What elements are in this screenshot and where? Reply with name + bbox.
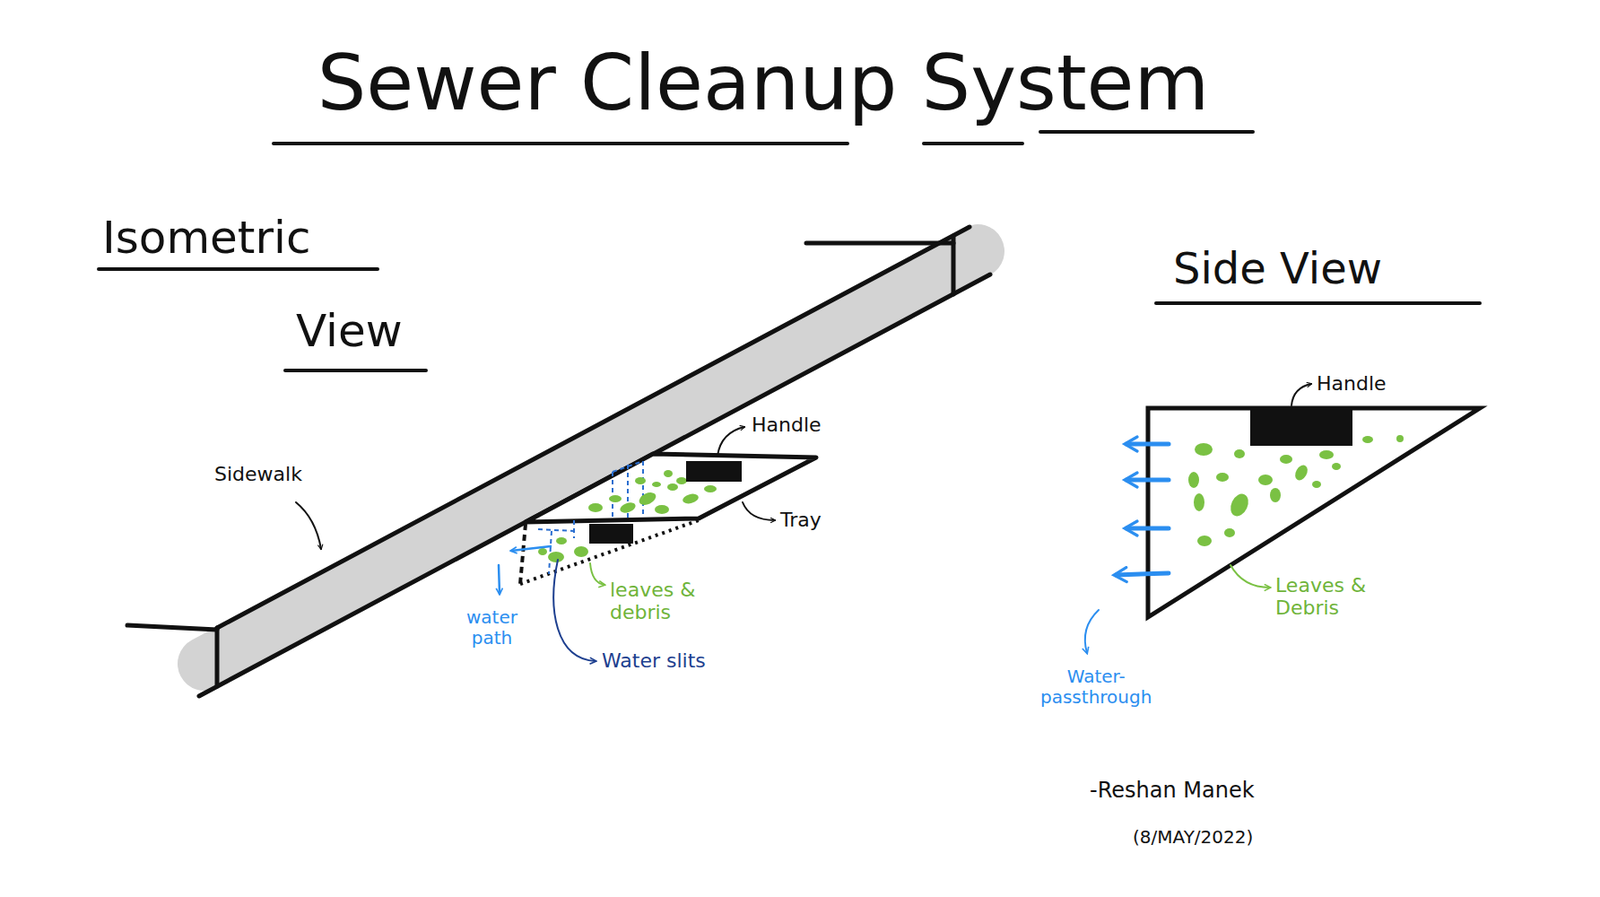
leader-line bbox=[295, 502, 322, 549]
debris-blobs bbox=[634, 477, 646, 485]
sidewalk-band bbox=[204, 251, 978, 664]
leader-line bbox=[553, 559, 596, 661]
water-slits bbox=[538, 460, 644, 574]
slits-label: Water slits bbox=[601, 649, 706, 672]
tray-isometric bbox=[525, 453, 817, 522]
water-path-arrow bbox=[498, 565, 500, 594]
part-label: Tray bbox=[780, 508, 822, 531]
debris-blobs bbox=[588, 503, 603, 513]
debris-blobs bbox=[618, 500, 637, 515]
heading-underline bbox=[273, 141, 848, 146]
leader-line bbox=[1230, 565, 1270, 588]
sidewalk-band bbox=[127, 226, 991, 696]
view-heading: Isometric bbox=[102, 212, 311, 265]
leader-line bbox=[590, 563, 605, 585]
sidewalk-band bbox=[199, 274, 991, 696]
debris-blobs bbox=[704, 485, 717, 493]
leader-line bbox=[295, 426, 775, 661]
debris-blobs bbox=[538, 547, 548, 556]
water-slits bbox=[642, 460, 644, 517]
sidewalk-band bbox=[215, 627, 220, 687]
tray-isometric bbox=[686, 460, 742, 482]
water-flow-arrow bbox=[1115, 443, 1169, 575]
debris-blobs bbox=[556, 537, 567, 545]
heading-underline bbox=[285, 368, 427, 373]
debris-blobs bbox=[1224, 528, 1235, 538]
water-slits bbox=[612, 460, 644, 472]
debris-blobs bbox=[663, 469, 673, 478]
debris-blobs bbox=[1269, 487, 1281, 503]
tray-side-view bbox=[1250, 408, 1353, 446]
debris-blobs bbox=[573, 546, 589, 557]
view-heading: View bbox=[295, 305, 403, 358]
leader-line bbox=[1291, 383, 1312, 406]
debris-label: Leaves & Debris bbox=[1275, 573, 1385, 620]
part-label: Sidewalk bbox=[214, 462, 303, 486]
water-label: water path bbox=[466, 607, 518, 649]
tray-isometric bbox=[498, 453, 817, 594]
debris-blobs bbox=[1216, 472, 1229, 482]
debris-blobs bbox=[538, 469, 733, 563]
debris-blobs bbox=[1292, 462, 1310, 483]
debris-blobs bbox=[1188, 434, 1404, 547]
view-heading: Side View bbox=[1173, 243, 1383, 294]
debris-blobs bbox=[1312, 480, 1322, 488]
water-label: Water-passthrough bbox=[1040, 666, 1152, 708]
heading-underline bbox=[1156, 301, 1480, 305]
sidewalk-band bbox=[806, 241, 954, 246]
water-slits bbox=[538, 529, 574, 531]
water-path-arrow bbox=[498, 546, 551, 594]
sidewalk-band bbox=[217, 226, 970, 628]
debris-blobs bbox=[1188, 471, 1200, 488]
debris-blobs bbox=[676, 477, 687, 485]
part-label: Handle bbox=[751, 413, 822, 436]
leader-line bbox=[1085, 609, 1099, 653]
debris-blobs bbox=[1197, 535, 1212, 547]
water-flow-arrow bbox=[1126, 526, 1169, 531]
debris-blobs bbox=[1258, 474, 1273, 486]
debris-blobs bbox=[1396, 434, 1404, 443]
sidewalk-band bbox=[127, 625, 218, 630]
debris-blobs bbox=[636, 489, 658, 507]
debris-blobs bbox=[1331, 462, 1341, 470]
leader-line bbox=[742, 502, 775, 521]
debris-blobs bbox=[654, 504, 670, 514]
author-signature: -Reshan Manek bbox=[1089, 778, 1255, 804]
debris-blobs bbox=[1279, 454, 1293, 464]
debris-blobs bbox=[547, 551, 565, 563]
debris-blobs bbox=[667, 483, 679, 491]
heading-underline bbox=[1040, 130, 1253, 134]
tray-isometric bbox=[520, 523, 526, 584]
debris-blobs bbox=[1194, 443, 1213, 456]
debris-blobs bbox=[1226, 490, 1252, 519]
tray-isometric bbox=[520, 520, 699, 584]
heading-underline bbox=[98, 267, 378, 271]
debris-blobs bbox=[1319, 450, 1334, 460]
debris-label: leaves & debris bbox=[609, 578, 711, 625]
debris-blobs bbox=[1193, 493, 1205, 512]
part-label: Handle bbox=[1316, 372, 1387, 395]
sidewalk-band bbox=[127, 226, 991, 696]
date-note: (8/MAY/2022) bbox=[1132, 826, 1253, 848]
heading-underline bbox=[923, 141, 1023, 146]
water-slits bbox=[573, 520, 575, 539]
debris-blobs bbox=[608, 495, 622, 503]
water-path-arrow bbox=[511, 546, 551, 551]
debris-blobs bbox=[1362, 435, 1374, 444]
water-flow-arrow bbox=[1126, 478, 1169, 483]
water-flow-arrow bbox=[1115, 573, 1169, 575]
diagram-title: Sewer Cleanup System bbox=[317, 38, 1210, 128]
debris-blobs bbox=[1234, 449, 1245, 459]
debris-blobs bbox=[652, 481, 661, 487]
tray-isometric bbox=[589, 523, 634, 544]
debris-blobs bbox=[681, 492, 700, 505]
leader-line bbox=[717, 426, 745, 456]
water-flow-arrow bbox=[1126, 442, 1169, 447]
water-slits bbox=[548, 530, 552, 574]
